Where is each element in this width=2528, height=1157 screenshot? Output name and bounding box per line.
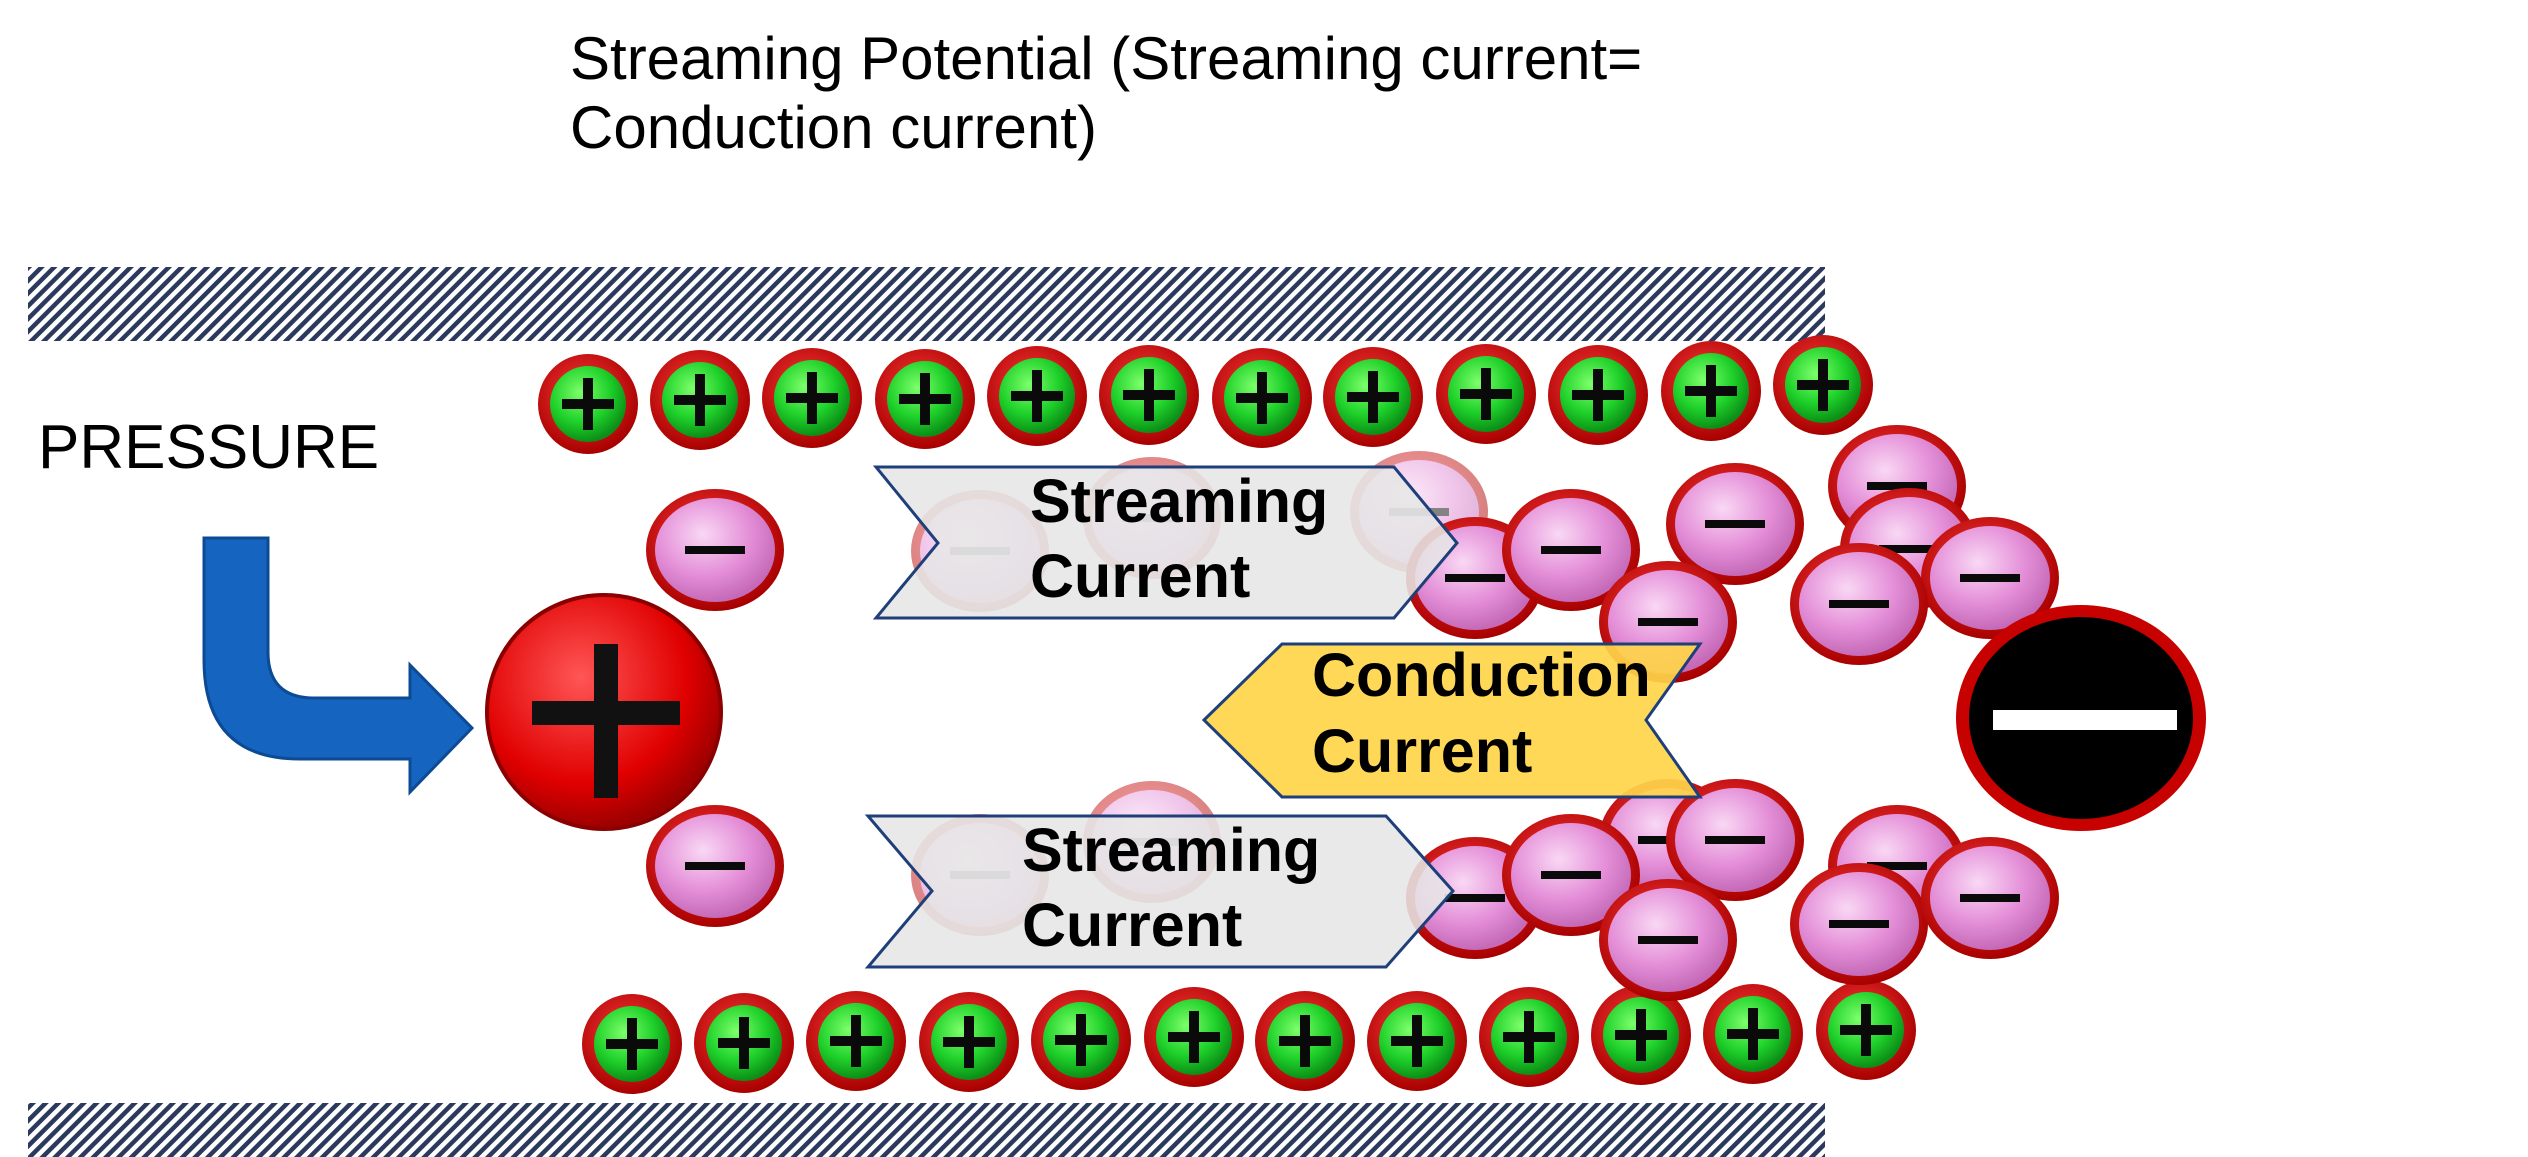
positive-ion-bottom-6 bbox=[1255, 991, 1355, 1091]
positive-ion-top-9 bbox=[1548, 345, 1648, 445]
positive-ion-bottom-3 bbox=[919, 992, 1019, 1092]
positive-ion-bottom-10 bbox=[1703, 984, 1803, 1084]
negative-ion-11 bbox=[1921, 517, 2059, 639]
negative-ion-17 bbox=[1502, 814, 1640, 936]
negative-ion-12 bbox=[1790, 543, 1928, 665]
positive-ion-top-0 bbox=[538, 354, 638, 454]
streaming-current-top-line2: Current bbox=[1030, 542, 1250, 610]
negative-ion-1 bbox=[646, 805, 784, 927]
negative-ion-20 bbox=[1790, 863, 1928, 985]
streaming-current-top-arrow: Streaming Current bbox=[872, 465, 1459, 620]
conduction-current-arrow: Conduction Current bbox=[1201, 641, 1703, 799]
positive-ion-bottom-2 bbox=[806, 991, 906, 1091]
positive-ion-top-11 bbox=[1773, 335, 1873, 435]
positive-ion-top-6 bbox=[1212, 348, 1312, 448]
positive-ion-top-7 bbox=[1323, 347, 1423, 447]
positive-ion-top-5 bbox=[1099, 345, 1199, 445]
positive-ion-top-10 bbox=[1661, 341, 1761, 441]
negative-ion-0 bbox=[646, 489, 784, 611]
positive-ion-top-2 bbox=[762, 348, 862, 448]
negative-ion-21 bbox=[1921, 837, 2059, 959]
negative-ion-6 bbox=[1502, 489, 1640, 611]
bottom-channel-wall bbox=[28, 1103, 1825, 1157]
conduction-current-line1: Conduction bbox=[1312, 641, 1651, 709]
positive-ion-top-8 bbox=[1436, 344, 1536, 444]
positive-ion-bottom-0 bbox=[582, 994, 682, 1094]
positive-ion-bottom-5 bbox=[1144, 987, 1244, 1087]
negative-ion-18 bbox=[1666, 779, 1804, 901]
diagram-title: Streaming Potential (Streaming current= … bbox=[570, 25, 1643, 161]
negative-electrode bbox=[1956, 605, 2206, 831]
streaming-current-top-line1: Streaming bbox=[1030, 467, 1328, 535]
positive-ion-bottom-4 bbox=[1031, 990, 1131, 1090]
negative-ion-22 bbox=[1599, 879, 1737, 1001]
pressure-label: PRESSURE bbox=[38, 413, 380, 482]
streaming-current-bottom-line2: Current bbox=[1022, 891, 1242, 959]
conduction-current-line2: Current bbox=[1312, 717, 1532, 785]
positive-ion-bottom-8 bbox=[1479, 987, 1579, 1087]
positive-ion-bottom-11 bbox=[1816, 980, 1916, 1080]
negative-ion-8 bbox=[1666, 463, 1804, 585]
positive-ion-top-3 bbox=[875, 349, 975, 449]
top-channel-wall bbox=[28, 267, 1825, 341]
positive-ion-bottom-9 bbox=[1591, 985, 1691, 1085]
positive-ion-bottom-1 bbox=[694, 993, 794, 1093]
positive-ion-top-1 bbox=[650, 350, 750, 450]
positive-ion-bottom-7 bbox=[1367, 991, 1467, 1091]
streaming-current-bottom-arrow: Streaming Current bbox=[864, 814, 1456, 969]
pressure-arrow-icon bbox=[202, 536, 475, 796]
positive-electrode bbox=[485, 593, 723, 831]
streaming-current-bottom-line1: Streaming bbox=[1022, 816, 1320, 884]
positive-ion-top-4 bbox=[987, 346, 1087, 446]
